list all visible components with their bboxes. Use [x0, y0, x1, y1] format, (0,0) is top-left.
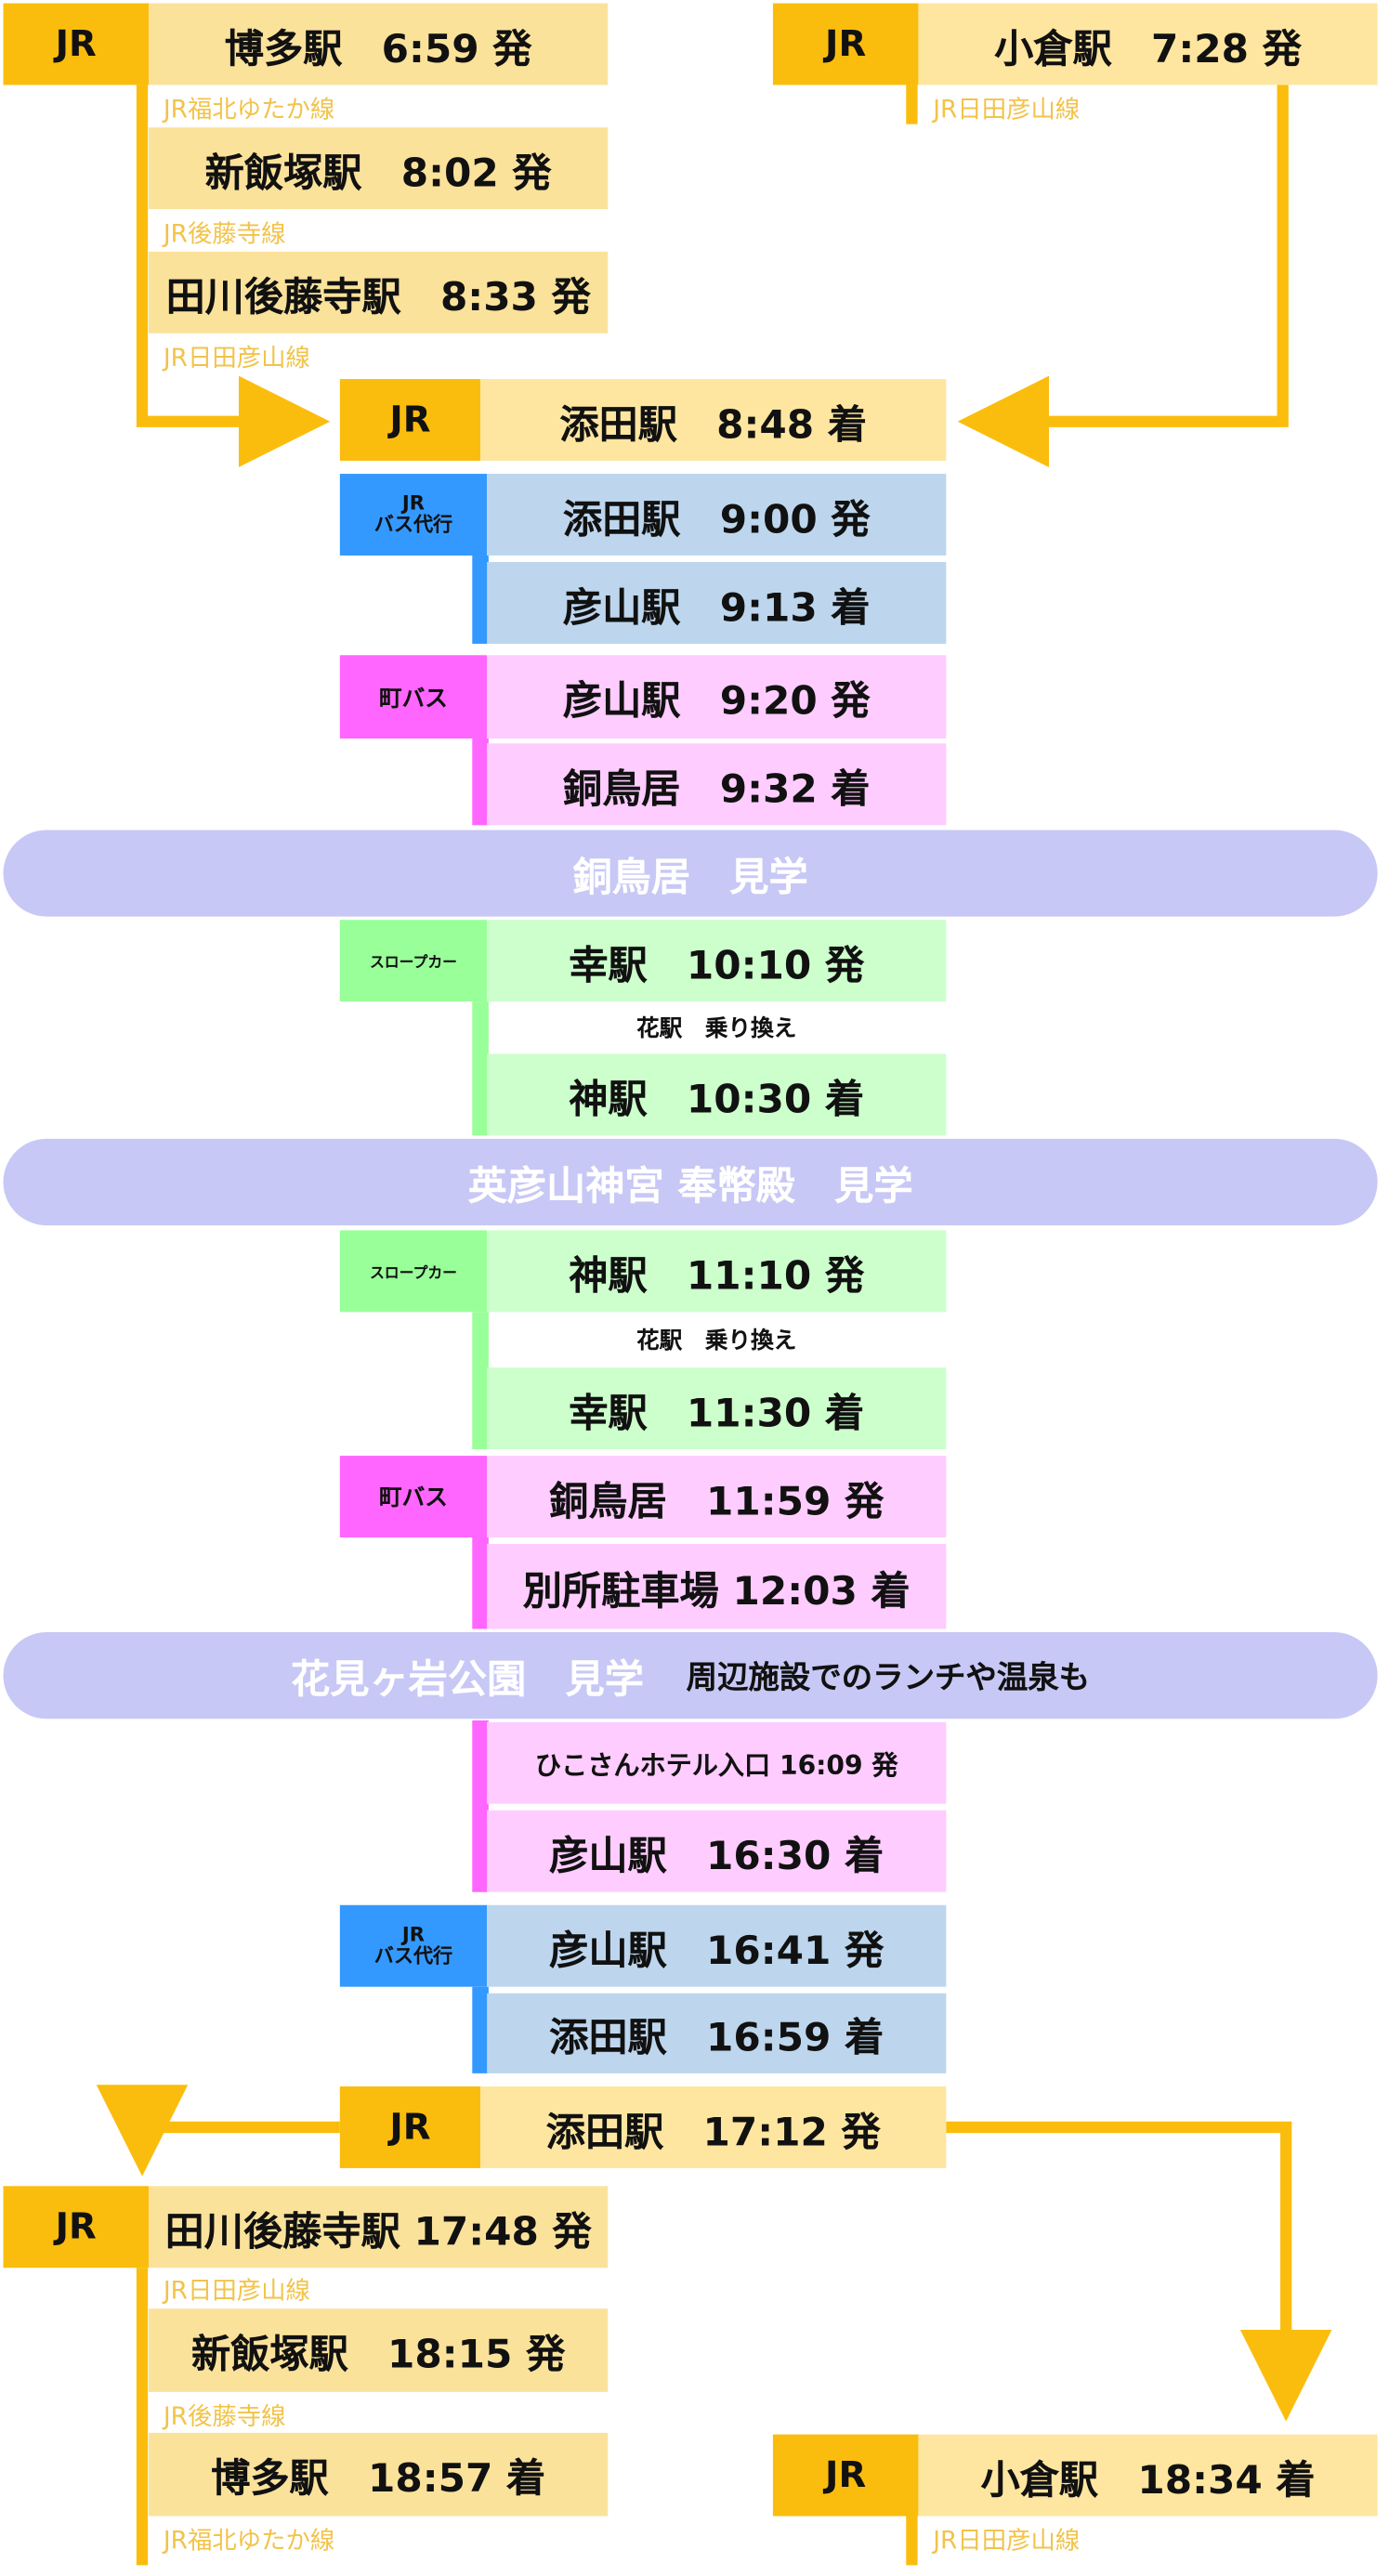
banner-hanami-subtitle: 周辺施設でのランチや温泉も [686, 1659, 1091, 1696]
slope-car-tag: スロープカー [339, 920, 488, 1002]
banner-jingu-visit: 英彦山神宮 奉幣殿 見学 [3, 1138, 1378, 1226]
jr-bus-tag-line1: JR [401, 491, 426, 515]
hakata-departure: 博多駅 6:59 発 [149, 3, 609, 85]
jr-tag: JR [339, 379, 481, 461]
soeda-arrival: 添田駅 8:48 着 [480, 379, 947, 461]
tagawa-departure: 田川後藤寺駅 8:33 発 [149, 251, 609, 333]
kokura-arrival: 小倉駅 18:34 着 [918, 2434, 1378, 2517]
jr-bus-tag: JR バス代行 [339, 1904, 488, 1987]
line-label-hitahikosan: JR日田彦山線 [163, 2276, 310, 2306]
hikosan-town-bus-departure: 彦山駅 9:20 発 [487, 655, 947, 739]
banner-hanami-visit: 花見ヶ岩公園 見学 周辺施設でのランチや温泉も [3, 1632, 1378, 1720]
soeda-to-kokura-line [946, 2121, 1332, 2422]
jr-tag: JR [339, 2086, 481, 2168]
jr-tag: JR [772, 2434, 919, 2517]
jr-bus-tag-line2: バス代行 [373, 1943, 453, 1968]
slope-car-tag: スロープカー [339, 1230, 488, 1313]
jr-tag: JR [3, 3, 150, 85]
hikosan-bus-departure: 彦山駅 16:41 発 [487, 1904, 947, 1987]
saiwai-departure: 幸駅 10:10 発 [487, 920, 947, 1002]
jr-tag: JR [772, 3, 919, 85]
saiwai-arrival: 幸駅 11:30 着 [487, 1367, 947, 1450]
kokura-to-soeda-line [957, 85, 1289, 468]
line-label-hitahikosan: JR日田彦山線 [163, 343, 310, 373]
hakata-arrival: 博多駅 18:57 着 [149, 2432, 609, 2517]
jr-bus-tag-line2: バス代行 [373, 513, 453, 536]
line-label-hitahikosan: JR日田彦山線 [933, 95, 1081, 124]
soeda-bus-departure: 添田駅 9:00 発 [487, 474, 947, 556]
shiniizuka-departure: 新飯塚駅 8:02 発 [149, 127, 609, 210]
line-label-gotoji: JR後藤寺線 [163, 218, 286, 249]
soeda-to-tagawa-line [96, 2085, 340, 2177]
line-label-hitahikosan: JR日田彦山線 [933, 2526, 1081, 2556]
jr-bus-tag-line1: JR [401, 1922, 426, 1946]
hakata-to-soeda-line [136, 85, 331, 468]
transfer-note: 花駅 乗り換え [636, 1015, 797, 1043]
banner-hanami-title: 花見ヶ岩公園 見学 [291, 1656, 644, 1703]
hikosan-bus-arrival: 彦山駅 9:13 着 [487, 562, 947, 644]
kami-departure: 神駅 11:10 発 [487, 1230, 947, 1313]
shiniizuka-return-departure: 新飯塚駅 18:15 発 [149, 2308, 609, 2392]
bessho-arrival: 別所駐車場 12:03 着 [487, 1544, 947, 1629]
banner-dotorii-visit: 銅鳥居 見学 [3, 830, 1378, 917]
dotorii-departure: 銅鳥居 11:59 発 [487, 1456, 947, 1538]
line-label-fukuhoku: JR福北ゆたか線 [163, 95, 335, 124]
town-bus-tag: 町バス [339, 655, 488, 739]
kami-arrival: 神駅 10:30 着 [487, 1053, 947, 1136]
soeda-bus-arrival: 添田駅 16:59 着 [487, 1993, 947, 2073]
jr-bus-tag: JR バス代行 [339, 474, 488, 556]
line-label-gotoji: JR後藤寺線 [163, 2401, 286, 2432]
town-bus-tag: 町バス [339, 1456, 488, 1538]
tagawa-return-departure: 田川後藤寺駅 17:48 発 [149, 2186, 609, 2269]
transfer-note: 花駅 乗り換え [636, 1327, 797, 1355]
jr-tag: JR [3, 2186, 150, 2269]
line-label-fukuhoku: JR福北ゆたか線 [163, 2526, 335, 2556]
kokura-departure: 小倉駅 7:28 発 [918, 3, 1378, 85]
hotel-departure: ひこさんホテル入口 16:09 発 [487, 1721, 947, 1804]
dotorii-arrival: 銅鳥居 9:32 着 [487, 743, 947, 826]
hikosan-arrival: 彦山駅 16:30 着 [487, 1810, 947, 1892]
soeda-departure: 添田駅 17:12 発 [480, 2086, 947, 2168]
